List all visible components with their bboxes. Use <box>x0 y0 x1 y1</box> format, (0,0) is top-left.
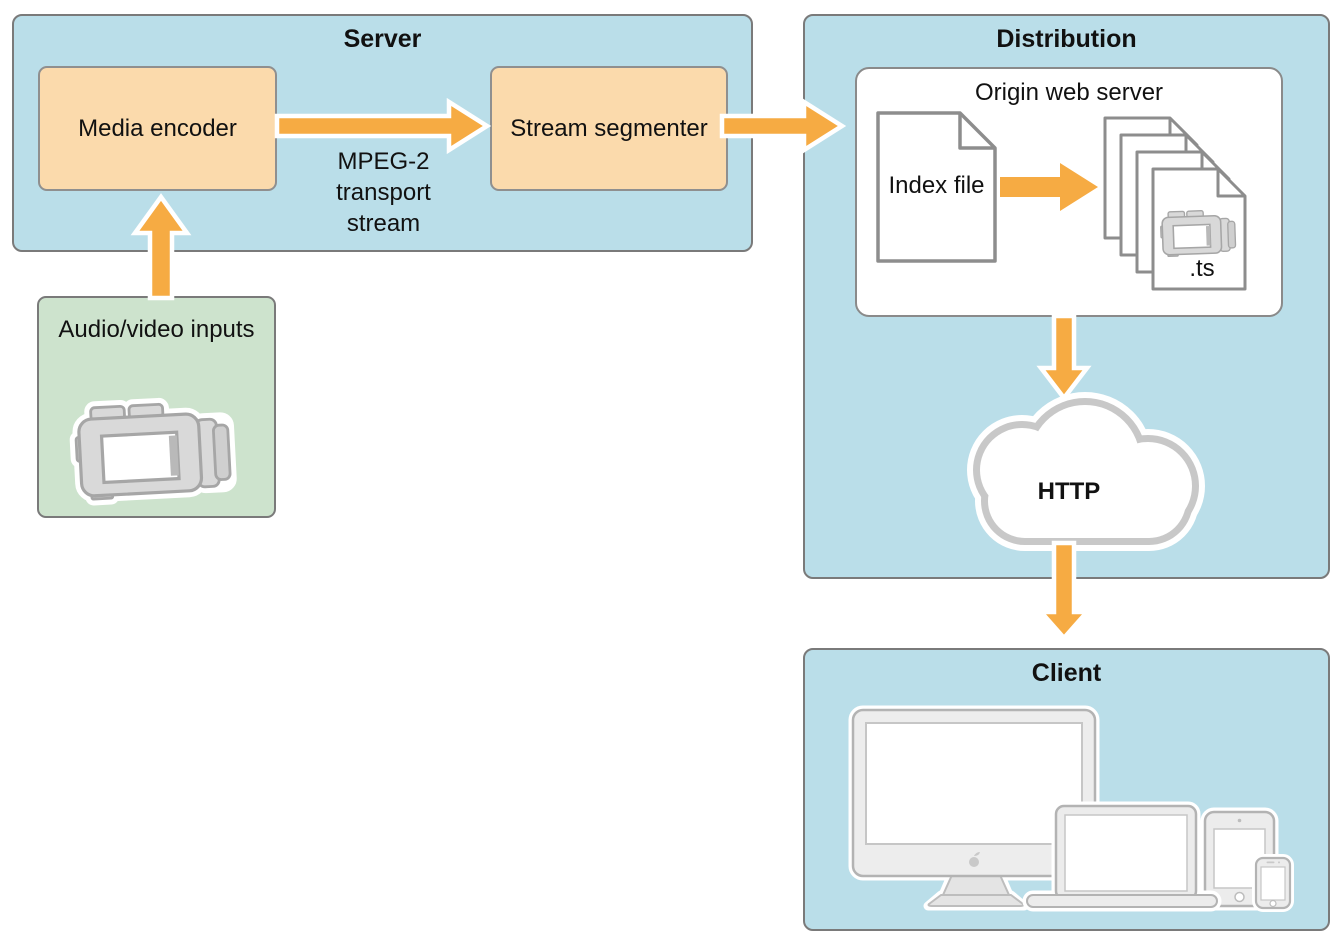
stream-segmenter-label: Stream segmenter <box>510 114 708 142</box>
arrow-inputs-to-encoder <box>130 193 192 301</box>
origin-web-server-title: Origin web server <box>974 79 1164 106</box>
distribution-title: Distribution <box>996 25 1137 53</box>
arrow-encoder-to-segmenter <box>274 97 492 155</box>
cloud-icon <box>967 392 1205 551</box>
media-encoder-node: Media encoder <box>38 66 277 191</box>
audio-video-inputs-label: Audio/video inputs <box>58 316 255 343</box>
mpeg-transport-stream-label: MPEG-2 transport stream <box>336 148 431 237</box>
iphone-icon <box>1252 854 1294 912</box>
apple-logo-icon <box>969 852 980 867</box>
media-encoder-label: Media encoder <box>78 114 237 142</box>
http-cloud-label: HTTP <box>1037 478 1101 505</box>
ts-file-label: .ts <box>1189 255 1215 282</box>
server-title: Server <box>343 25 422 53</box>
camcorder-icon <box>74 401 231 500</box>
arrow-index-to-ts <box>1000 163 1098 211</box>
index-file-label: Index file <box>888 172 985 199</box>
ts-camcorder-icon <box>1160 210 1236 257</box>
imac-icon <box>848 705 1100 911</box>
index-file-icon <box>876 111 997 263</box>
arrow-origin-to-cloud <box>1036 313 1092 402</box>
macbook-icon <box>1022 801 1222 912</box>
stream-segmenter-node: Stream segmenter <box>490 66 728 191</box>
arrow-cloud-to-client <box>1036 540 1092 642</box>
arrow-segmenter-to-distribution <box>719 97 847 155</box>
client-title: Client <box>1031 659 1102 687</box>
